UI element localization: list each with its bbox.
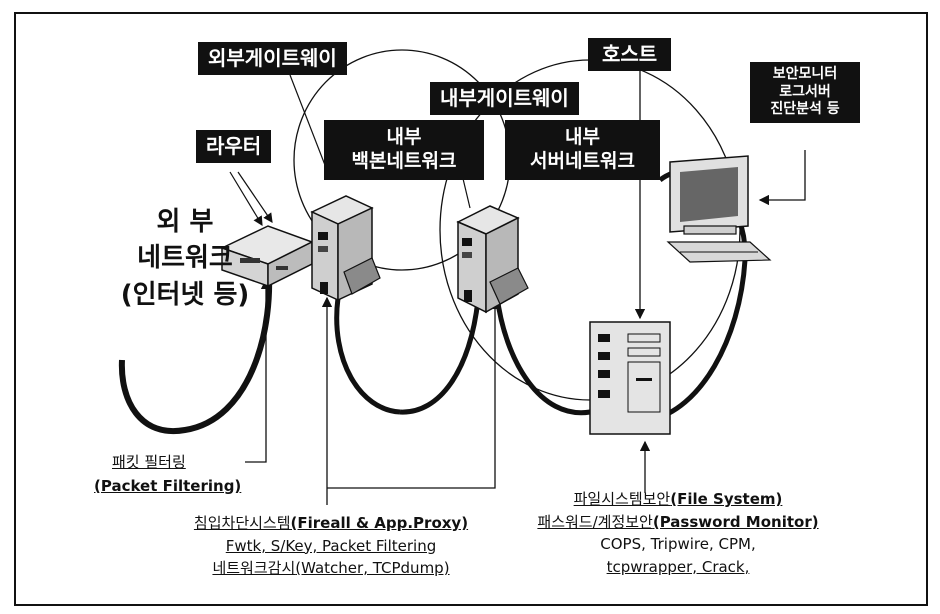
network-watch-en: (Watcher, TCPdump) xyxy=(295,559,449,577)
monitor-workstation-icon xyxy=(668,156,770,262)
internal-server-line2: 서버네트워크 xyxy=(505,150,660,174)
internal-gateway-text: 내부게이트웨이 xyxy=(440,86,569,111)
internal-backbone-line1: 내부 xyxy=(324,126,484,150)
backbone-cable-left xyxy=(337,298,400,412)
label-internal-backbone: 내부 백본네트워크 xyxy=(324,120,484,180)
external-network-line3: (인터넷 등) xyxy=(110,277,260,313)
label-external-gateway: 외부게이트웨이 xyxy=(198,42,347,75)
external-gateway-text: 외부게이트웨이 xyxy=(208,46,337,71)
monitor-note-line3: 진단분석 등 xyxy=(750,101,860,119)
external-network-line1: 외 부 xyxy=(110,204,260,240)
monitor-note-line1: 보안모니터 xyxy=(750,66,860,84)
filesystem-tools-2: tcpwrapper, Crack, xyxy=(528,556,828,579)
label-monitor-note: 보안모니터 로그서버 진단분석 등 xyxy=(750,62,860,123)
packet-filtering-korean: 패킷 필터링 xyxy=(94,450,274,474)
monitor-pointer xyxy=(760,150,805,200)
intrusion-block-tools: Fwtk, S/Key, Packet Filtering xyxy=(166,535,496,558)
internal-gateway-server-icon xyxy=(458,206,528,312)
monitor-note-line2: 로그서버 xyxy=(750,84,860,102)
filesystem-tools-1: COPS, Tripwire, CPM, xyxy=(528,533,828,556)
backbone-cable-right xyxy=(400,300,478,412)
password-en: (Password Monitor) xyxy=(653,513,819,531)
filesystem-ko: 파일시스템보안 xyxy=(574,490,671,508)
network-watch-ko: 네트워크감시 xyxy=(212,559,295,577)
server-cable-left xyxy=(497,296,590,413)
label-host: 호스트 xyxy=(588,38,671,71)
label-internal-server-network: 내부 서버네트워크 xyxy=(505,120,660,180)
router-text: 라우터 xyxy=(206,134,261,159)
filesystem-security-label: 파일시스템보안(File System) 패스워드/계정보안(Password … xyxy=(528,488,828,578)
host-text: 호스트 xyxy=(602,42,657,67)
internal-backbone-line2: 백본네트워크 xyxy=(324,150,484,174)
password-ko: 패스워드/계정보안 xyxy=(537,513,652,531)
external-network-label: 외 부 네트워크 (인터넷 등) xyxy=(110,204,260,313)
intrusion-block-en: (Fireall & App.Proxy) xyxy=(291,514,469,532)
external-network-line2: 네트워크 xyxy=(110,240,260,276)
label-internal-gateway: 내부게이트웨이 xyxy=(430,82,579,115)
packet-filtering-english: (Packet Filtering) xyxy=(94,474,274,498)
internal-server-line1: 내부 xyxy=(505,126,660,150)
firewall-pointer-right xyxy=(327,300,495,488)
intrusion-block-ko: 침입차단시스템 xyxy=(194,514,291,532)
external-gateway-server-icon xyxy=(312,196,380,300)
label-router: 라우터 xyxy=(196,130,271,163)
packet-filtering-label: 패킷 필터링 (Packet Filtering) xyxy=(94,450,274,498)
host-server-icon xyxy=(590,322,670,434)
filesystem-en: (File System) xyxy=(670,490,782,508)
intrusion-block-label: 침입차단시스템(Fireall & App.Proxy) Fwtk, S/Key… xyxy=(166,512,496,580)
